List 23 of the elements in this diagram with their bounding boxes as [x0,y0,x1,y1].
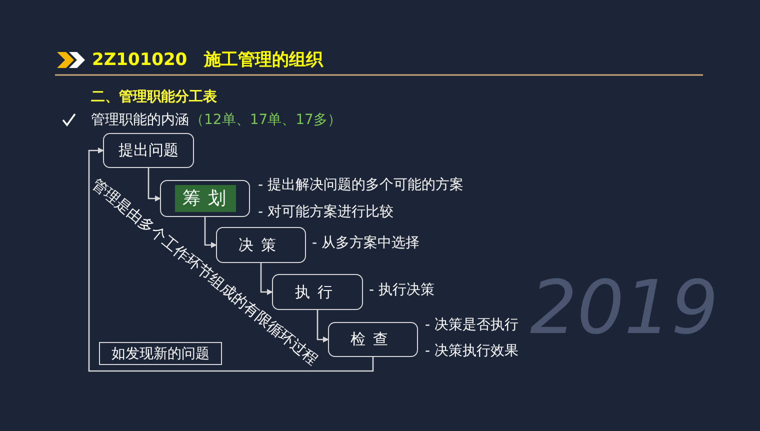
connector-arrow [88,148,374,372]
note-box: 如发现新的问题 [99,342,222,365]
bullet-text: - 从多方案中选择 [312,235,420,251]
process-box [160,180,250,217]
process-box: 执行 [272,274,363,310]
connector-arrow [204,217,217,248]
bullet-text: - 决策执行效果 [425,343,519,359]
connector-arrow [316,310,329,342]
process-box: 检查 [328,322,418,357]
bullet-text: - 执行决策 [369,282,435,298]
section-heading: 二、管理职能分工表 [91,88,217,106]
bullet-text: - 提出解决问题的多个可能的方案 [258,177,464,193]
slide-title: 2Z101020 施工管理的组织 [92,49,324,71]
bullet-text: 管理职能的内涵 [91,111,189,129]
bullet-text: - 决策是否执行 [425,317,519,333]
connector-arrow [148,168,161,202]
process-box: 提出问题 [103,133,194,168]
highlighted-label: 筹划 [174,185,236,212]
background-year: 2019 [530,268,718,348]
bullet-text: - 对可能方案进行比较 [258,204,394,220]
process-box: 决策 [216,227,306,263]
connector-arrow [260,263,273,295]
exam-note: （12单、17单、17多） [190,111,342,129]
